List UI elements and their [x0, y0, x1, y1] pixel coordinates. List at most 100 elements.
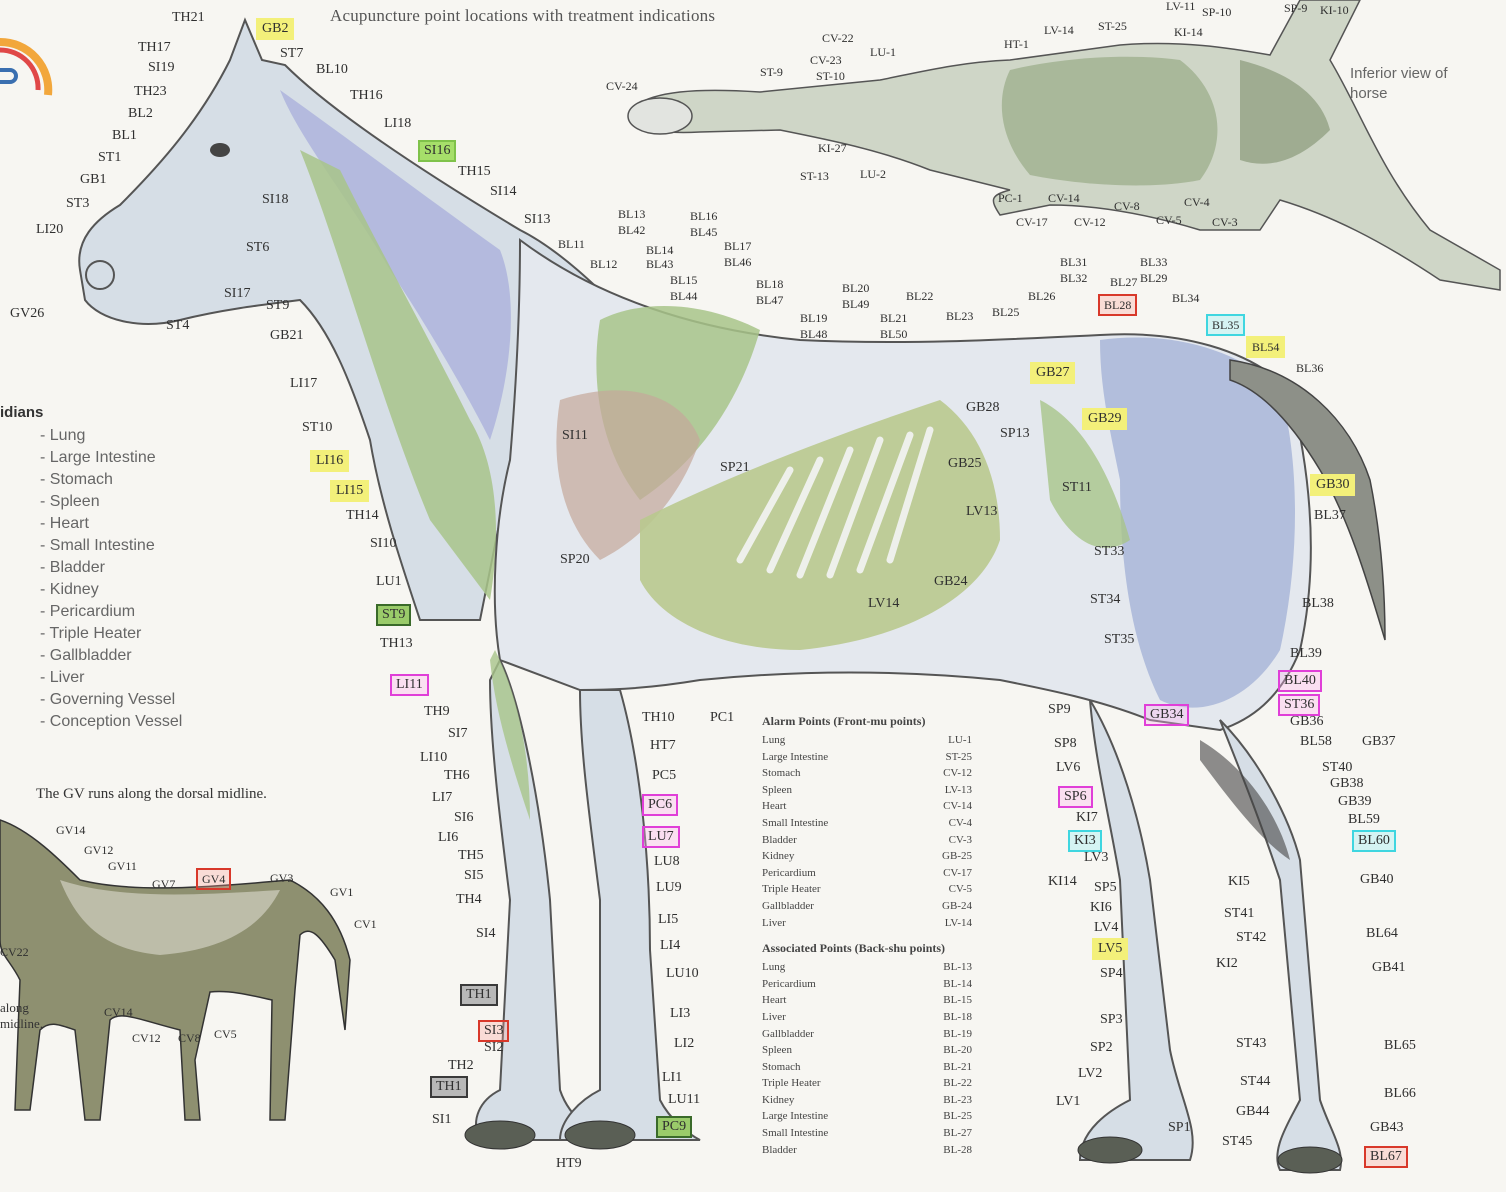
point-label: ST11: [1062, 480, 1092, 496]
point-label: CV12: [132, 1030, 161, 1046]
table-row: StomachBL-21: [762, 1059, 1012, 1076]
point-label: BL11: [558, 236, 585, 252]
point-label: BL1: [112, 128, 137, 144]
point-label: KI5: [1228, 874, 1250, 890]
point-label: BL32: [1060, 270, 1087, 286]
point-label-highlighted: BL60: [1352, 830, 1396, 852]
point-label: SP21: [720, 460, 750, 476]
point-label: ST-9: [760, 64, 783, 80]
organ-name: Triple Heater: [762, 1075, 821, 1092]
table-row: HeartCV-14: [762, 798, 1012, 815]
point-label: LV13: [966, 504, 997, 520]
point-label: KI-27: [818, 140, 847, 156]
point-label: GB1: [80, 172, 106, 188]
meridian-legend: idians - Lung - Large Intestine - Stomac…: [0, 404, 240, 733]
point-label: SP8: [1054, 736, 1077, 752]
point-label: KI7: [1076, 810, 1098, 826]
table-row: Small IntestineBL-27: [762, 1125, 1012, 1142]
point-label: ST3: [66, 196, 89, 212]
point-label: BL27: [1110, 274, 1137, 290]
organ-name: Pericardium: [762, 976, 816, 993]
point-label: TH15: [458, 164, 491, 180]
table-row: Pericardium BL-14: [762, 976, 1012, 993]
table-row: GallbladderGB-24: [762, 898, 1012, 915]
point-label: ST34: [1090, 592, 1120, 608]
point-label: ST-25: [1098, 18, 1127, 34]
point-label: LU8: [654, 854, 680, 870]
point-label: KI-14: [1174, 24, 1203, 40]
point-label: GV3: [270, 870, 293, 886]
point-label-highlighted: TH1: [430, 1076, 468, 1098]
point-label: GB44: [1236, 1104, 1269, 1120]
organ-name: Kidney: [762, 848, 794, 865]
point-label: LI3: [670, 1006, 690, 1022]
point-label: TH2: [448, 1058, 474, 1074]
point-label: TH17: [138, 40, 171, 56]
organ-name: Liver: [762, 915, 786, 932]
point-label: SI6: [454, 810, 473, 826]
point-label: TH4: [456, 892, 482, 908]
point-label: BL66: [1384, 1086, 1416, 1102]
point-label: BL34: [1172, 290, 1199, 306]
point-label: ST44: [1240, 1074, 1270, 1090]
table-row: Large IntestineBL-25: [762, 1108, 1012, 1125]
point-label: PC1: [710, 710, 734, 726]
point-label: CV-8: [1114, 198, 1140, 214]
point-label: GB24: [934, 574, 967, 590]
point-label-highlighted: LI16: [310, 450, 349, 472]
point-label-highlighted: ST9: [376, 604, 411, 626]
point-label: SP2: [1090, 1040, 1113, 1056]
table-row: LungLU-1: [762, 732, 1012, 749]
point-label: KI-10: [1320, 2, 1349, 18]
point-label: ST40: [1322, 760, 1352, 776]
point-code: CV-5: [949, 881, 972, 898]
point-label: CV-3: [1212, 214, 1238, 230]
gv-horse-illustration: [0, 820, 350, 1120]
point-label: ST45: [1222, 1134, 1252, 1150]
legend-item: - Heart: [0, 513, 240, 535]
legend-item: - Governing Vessel: [0, 689, 240, 711]
point-label: SP-10: [1202, 4, 1231, 20]
table-row: LiverBL-18: [762, 1009, 1012, 1026]
point-label: TH23: [134, 84, 167, 100]
point-label-highlighted: GB34: [1144, 704, 1189, 726]
point-label: PC5: [652, 768, 676, 784]
point-label-highlighted: SI16: [418, 140, 456, 162]
point-label-highlighted: KI3: [1068, 830, 1102, 852]
logo-icon: [0, 42, 48, 95]
point-code: BL-19: [943, 1026, 972, 1043]
point-label: CV1: [354, 916, 377, 932]
associated-points-title: Associated Points (Back-shu points): [762, 941, 1012, 956]
point-code: CV-12: [943, 765, 972, 782]
point-code: BL-14: [943, 976, 972, 993]
point-label-highlighted: BL40: [1278, 670, 1322, 692]
point-label: BL17: [724, 238, 751, 254]
point-label: SP20: [560, 552, 590, 568]
point-label-highlighted: PC9: [656, 1116, 692, 1138]
point-label: SI7: [448, 726, 467, 742]
point-label: ST1: [98, 150, 121, 166]
table-row: KidneyBL-23: [762, 1092, 1012, 1109]
organ-name: Gallbladder: [762, 1026, 814, 1043]
point-code: BL-20: [943, 1042, 972, 1059]
point-label: KI14: [1048, 874, 1077, 890]
organ-name: Gallbladder: [762, 898, 814, 915]
point-label: TH21: [172, 10, 205, 26]
point-code: BL-25: [943, 1108, 972, 1125]
point-label: LV1: [1056, 1094, 1080, 1110]
point-label: LI10: [420, 750, 447, 766]
point-label: LU9: [656, 880, 682, 896]
point-label: TH9: [424, 704, 450, 720]
point-label-highlighted: GB2: [256, 18, 294, 40]
point-label: LI17: [290, 376, 317, 392]
table-row: StomachCV-12: [762, 765, 1012, 782]
point-label: SI17: [224, 286, 250, 302]
legend-item: - Large Intestine: [0, 447, 240, 469]
point-label: GB37: [1362, 734, 1395, 750]
point-label: BL26: [1028, 288, 1055, 304]
point-label: ST9: [266, 298, 289, 314]
point-code: BL-15: [943, 992, 972, 1009]
point-label: GV1: [330, 884, 353, 900]
